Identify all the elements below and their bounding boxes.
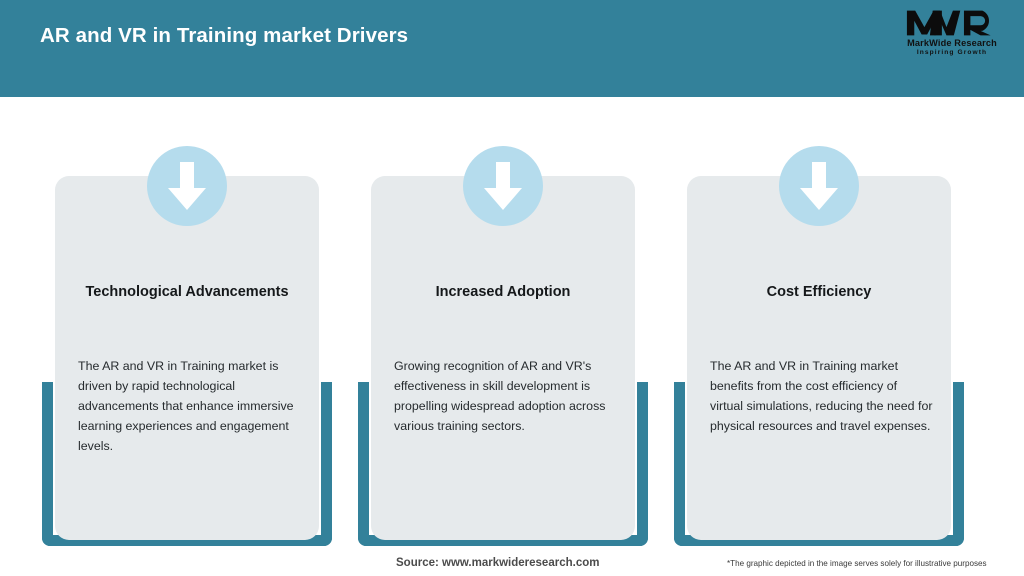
card-panel: Increased Adoption Growing recognition o… [371,176,635,540]
card-bracket [674,382,964,546]
source-label: Source: www.markwideresearch.com [396,557,600,569]
driver-card-3: Cost Efficiency The AR and VR in Trainin… [674,146,964,546]
logo-tagline: Inspiring Growth [916,49,988,56]
down-arrow-glyph [168,162,206,210]
logo-company-name: MarkWide Research [907,38,997,48]
page-header: AR and VR in Training market Drivers Mar… [0,0,1024,97]
driver-card-1: Technological Advancements The AR and VR… [42,146,332,546]
card-panel: Cost Efficiency The AR and VR in Trainin… [687,176,951,540]
driver-card-2: Increased Adoption Growing recognition o… [358,146,648,546]
down-arrow-icon [779,146,859,226]
down-arrow-glyph [484,162,522,210]
card-bracket [42,382,332,546]
card-body: The AR and VR in Training market is driv… [78,359,294,454]
card-title: Increased Adoption [435,284,571,300]
mwr-monogram-icon [906,10,991,36]
brand-logo: MarkWide Research Inspiring Growth [896,8,1008,68]
page-title: AR and VR in Training market Drivers [40,24,409,47]
down-arrow-icon [463,146,543,226]
card-body: The AR and VR in Training market benefit… [710,359,933,434]
card-body: Growing recognition of AR and VR's effec… [394,359,606,434]
down-arrow-icon [147,146,227,226]
disclaimer-label: *The graphic depicted in the image serve… [727,559,987,568]
card-bracket [358,382,648,546]
card-panel: Technological Advancements The AR and VR… [55,176,319,540]
card-title: Cost Efficiency [766,284,872,300]
card-title: Technological Advancements [85,284,289,300]
down-arrow-glyph [800,162,838,210]
